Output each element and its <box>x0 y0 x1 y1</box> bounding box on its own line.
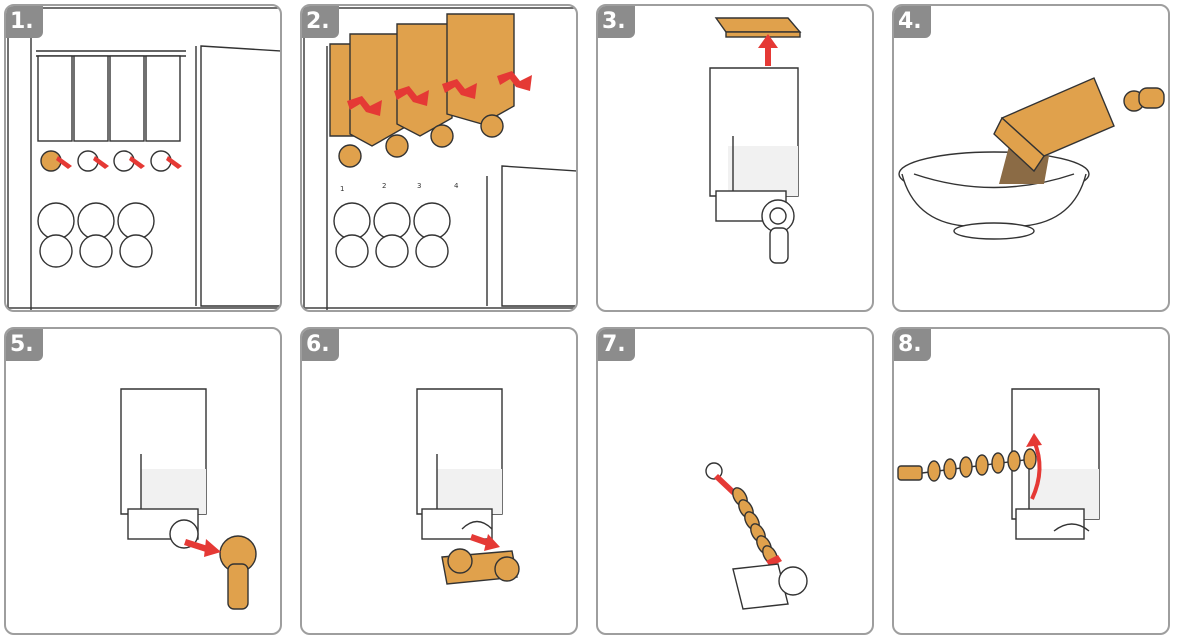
step-number-badge: 7. <box>598 329 635 361</box>
red-arrows <box>347 71 532 116</box>
step-number-badge: 6. <box>302 329 339 361</box>
canister <box>1011 388 1100 540</box>
step-number-badge: 1. <box>6 6 43 38</box>
outlet-removal-illustration <box>120 388 257 610</box>
red-arrow-lower <box>766 555 782 567</box>
right-arrow <box>184 539 221 557</box>
auger-housing-removal-illustration <box>416 388 520 585</box>
lid-removal-illustration <box>709 17 802 264</box>
red-arrow-upper <box>714 474 736 495</box>
machine-door <box>200 45 280 307</box>
mixer-units <box>333 202 451 268</box>
auger-housing <box>441 548 520 585</box>
canisters <box>37 55 181 142</box>
auger-extraction-illustration <box>705 462 808 610</box>
bowl <box>898 151 1090 240</box>
canister-outlets <box>40 150 172 172</box>
slot-number-4: 4 <box>454 182 459 190</box>
auger-spiral <box>897 448 1037 482</box>
reassembly-illustration <box>897 388 1100 540</box>
canister <box>709 67 799 264</box>
step-6-panel: 6. <box>300 327 578 635</box>
step-7-panel: 7. <box>596 327 874 635</box>
step-5-panel: 5. <box>4 327 282 635</box>
step-number-badge: 8. <box>894 329 931 361</box>
slot-number-3: 3 <box>417 182 421 190</box>
step-number-badge: 3. <box>598 6 635 38</box>
step-number-badge: 2. <box>302 6 339 38</box>
step-2-panel: 1 2 3 4 2. <box>300 4 578 312</box>
canister-tilted <box>993 77 1165 173</box>
up-arrow <box>758 34 778 66</box>
slot-number-2: 2 <box>382 182 386 190</box>
rotate-arrow <box>1026 433 1042 500</box>
step-number-badge: 5. <box>6 329 43 361</box>
auger-holder <box>732 563 808 610</box>
step-number-badge: 4. <box>894 6 931 38</box>
empty-canister-illustration <box>898 77 1165 240</box>
step-1-panel: 1. <box>4 4 282 312</box>
outlet-part <box>219 535 257 610</box>
mixer-units <box>37 202 155 268</box>
step-4-panel: 4. <box>892 4 1170 312</box>
canisters-highlighted <box>329 13 515 168</box>
step-3-panel: 3. <box>596 4 874 312</box>
canisters-removed-illustration: 1 2 3 4 <box>303 7 576 310</box>
red-arrows <box>56 156 182 169</box>
auger-spiral <box>732 487 778 565</box>
slot-number-1: 1 <box>340 185 344 193</box>
canister-slot-numbers: 1 2 3 4 <box>340 182 459 193</box>
canister-lid <box>714 17 802 38</box>
step-8-panel: 8. <box>892 327 1170 635</box>
canister <box>120 388 207 549</box>
right-arrow <box>470 534 500 551</box>
machine-open-illustration <box>7 7 280 310</box>
canister <box>416 388 503 540</box>
